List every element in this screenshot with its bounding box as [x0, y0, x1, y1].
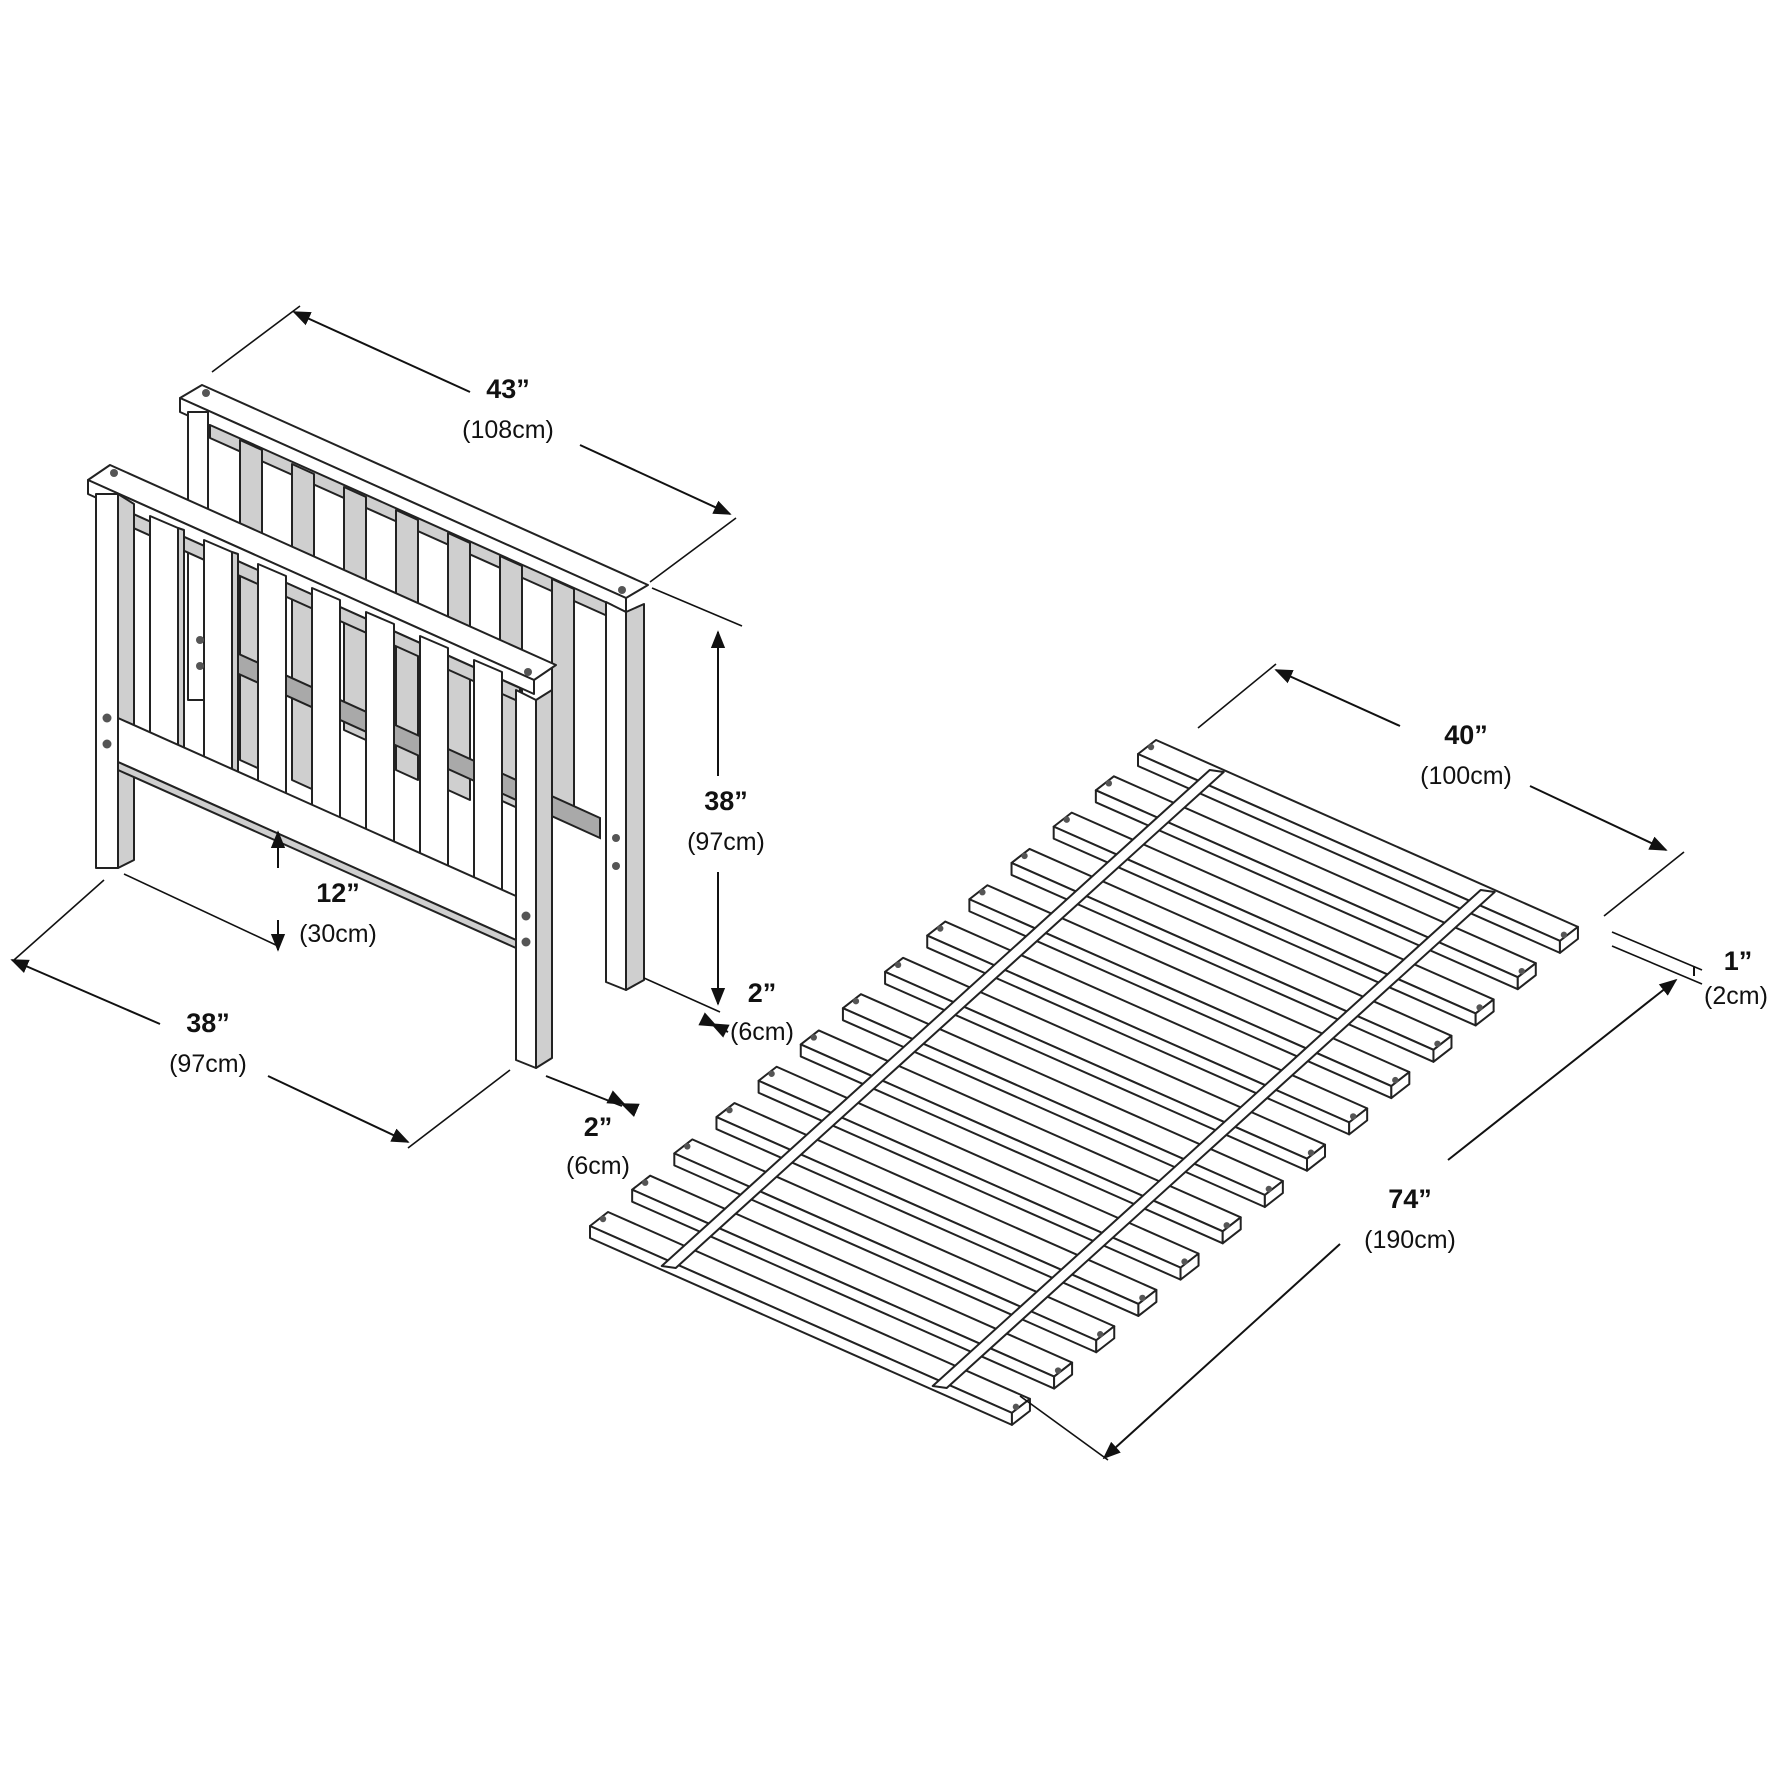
footboard: [87, 464, 557, 1069]
slat: [631, 1174, 1074, 1390]
head-post-depth-cm: (6cm): [730, 1018, 794, 1046]
footboard-width-cm: (97cm): [169, 1050, 247, 1078]
slat-length-cm: (190cm): [1364, 1226, 1456, 1254]
foot-post-depth-in: 2”: [584, 1112, 613, 1142]
slat: [1010, 847, 1453, 1063]
slat-roll: [589, 739, 1579, 1426]
slat: [926, 920, 1369, 1136]
slat: [1052, 811, 1495, 1027]
slat-thickness-cm: (2cm): [1704, 982, 1768, 1010]
headboard-height-in: 38”: [704, 786, 748, 816]
dimension-lines: [10, 305, 1703, 1461]
slat-thickness-in: 1”: [1724, 946, 1753, 976]
slat-width-cm: (100cm): [1420, 762, 1512, 790]
slat-strap: [931, 889, 1496, 1389]
slat: [968, 884, 1411, 1100]
slat: [841, 993, 1284, 1209]
slat-width-in: 40”: [1444, 720, 1488, 750]
leg-clearance-in: 12”: [316, 878, 360, 908]
slat: [884, 956, 1327, 1172]
headboard-height-cm: (97cm): [687, 828, 765, 856]
headboard-width-in: 43”: [486, 374, 530, 404]
footboard-width-in: 38”: [186, 1008, 230, 1038]
slat: [1094, 775, 1537, 991]
slat: [1137, 739, 1579, 954]
slat: [757, 1065, 1200, 1281]
slat: [799, 1029, 1242, 1245]
slat: [715, 1102, 1158, 1317]
slat-length-in: 74”: [1388, 1184, 1432, 1214]
slat: [673, 1138, 1116, 1354]
headboard-width-cm: (108cm): [462, 416, 554, 444]
dimension-labels: 43” (108cm) 38” (97cm) 2” (6cm) 12” (30c…: [169, 374, 1768, 1254]
leg-clearance-cm: (30cm): [299, 920, 377, 948]
slat: [589, 1211, 1031, 1426]
foot-post-depth-cm: (6cm): [566, 1152, 630, 1180]
head-post-depth-in: 2”: [748, 978, 777, 1008]
slat-strap: [660, 769, 1225, 1269]
